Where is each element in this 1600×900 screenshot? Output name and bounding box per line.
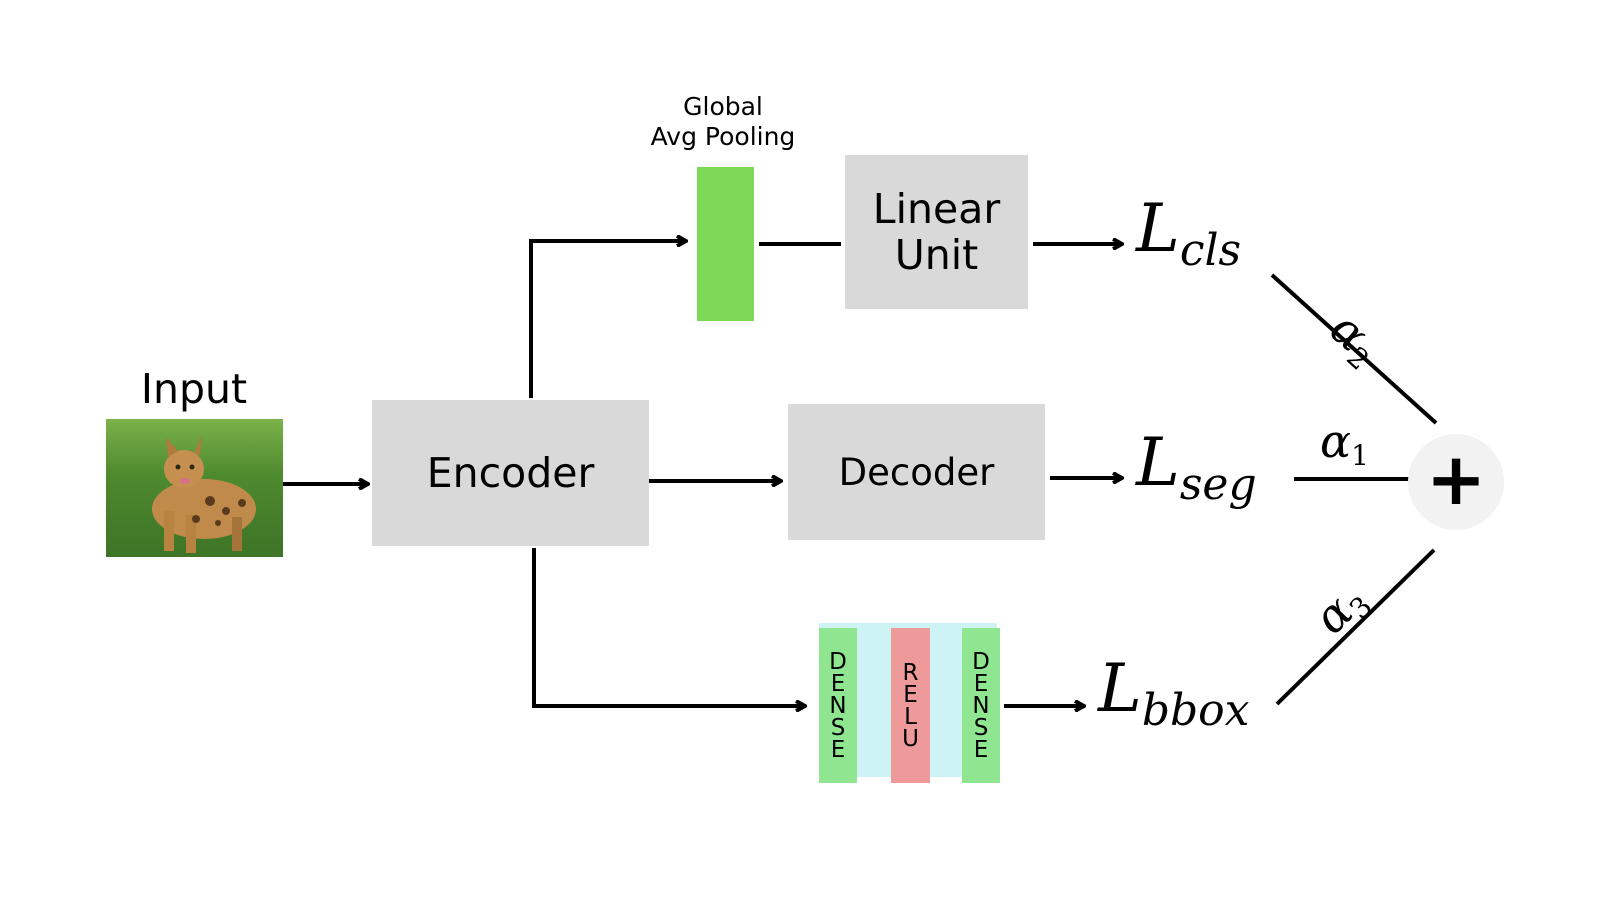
dense2-letter: D (972, 648, 990, 675)
relu-letter: E (903, 681, 918, 708)
dense1-letter: E (830, 736, 846, 763)
dense-layer-2: D E N S E (962, 628, 1000, 783)
dense2-letter: E (973, 670, 989, 697)
loss-seg-main: L (1136, 424, 1180, 501)
dense2-letter: N (972, 692, 990, 719)
decoder-block: Decoder (788, 404, 1045, 540)
loss-seg-sub: seg (1179, 459, 1257, 510)
line-lcls-sum (1270, 273, 1438, 425)
dense-layer-1: D E N S E (819, 628, 857, 783)
alpha1-sub: 1 (1351, 439, 1369, 472)
alpha1-main: α (1320, 414, 1352, 468)
dense1-letter: D (829, 648, 847, 675)
pooling-label: Global Avg Pooling (626, 92, 820, 152)
sum-node: + (1408, 434, 1504, 530)
linear-label-line2: Unit (894, 231, 979, 279)
encoder-block: Encoder (372, 400, 649, 546)
input-image (106, 419, 283, 557)
arrow-encoder-head (532, 548, 805, 706)
decoder-label: Decoder (838, 450, 995, 494)
relu-letter: L (904, 703, 917, 730)
dense1-letter: S (830, 714, 846, 741)
loss-bbox: Lbbox (1098, 650, 1249, 736)
pooling-block (697, 167, 754, 321)
cat-photo-icon (152, 435, 256, 553)
loss-cls-sub: cls (1179, 225, 1242, 276)
encoder-label: Encoder (426, 449, 595, 497)
dense1-letter: N (829, 692, 847, 719)
loss-bbox-sub: bbox (1141, 685, 1250, 736)
relu-letter: R (902, 659, 919, 686)
loss-bbox-main: L (1098, 650, 1142, 727)
loss-cls-main: L (1136, 190, 1180, 267)
arrow-encoder-pooling (529, 241, 686, 398)
pooling-label-line2: Avg Pooling (650, 122, 796, 151)
line-lbbox-sum (1275, 548, 1436, 706)
input-label: Input (140, 365, 248, 413)
pooling-label-line1: Global (683, 92, 763, 121)
linear-label-line1: Linear (872, 185, 1001, 233)
weight-alpha-1: α1 (1320, 414, 1369, 472)
dense1-letter: E (830, 670, 846, 697)
relu-layer: R E L U (891, 628, 930, 783)
relu-letter: U (902, 725, 919, 752)
loss-seg: Lseg (1136, 424, 1257, 510)
linear-unit-block: Linear Unit (845, 155, 1028, 309)
loss-cls: Lcls (1136, 190, 1241, 276)
dense2-letter: E (973, 736, 989, 763)
dense2-letter: S (973, 714, 989, 741)
plus-icon: + (1425, 437, 1487, 521)
